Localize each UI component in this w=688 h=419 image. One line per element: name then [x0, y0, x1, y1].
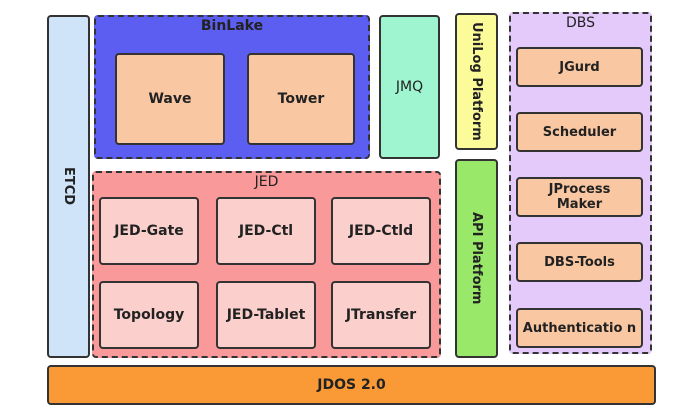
jgurd-label: JGurd [559, 59, 600, 75]
jed-gate-label: JED-Gate [114, 223, 184, 239]
tower-box: Tower [247, 53, 355, 145]
unilog-platform-label: UniLog Platform [469, 22, 484, 141]
tower-label: Tower [277, 91, 325, 107]
jed-ctld-box: JED-Ctld [331, 197, 431, 265]
jmq-box: JMQ [379, 15, 440, 159]
unilog-platform-box: UniLog Platform [455, 13, 498, 150]
jed-gate-box: JED-Gate [99, 197, 199, 265]
dbs-tools-box: DBS-Tools [516, 242, 643, 282]
jtransfer-label: JTransfer [345, 307, 417, 323]
jed-title: JED [254, 174, 279, 190]
jgurd-box: JGurd [516, 47, 643, 87]
jdos-box: JDOS 2.0 [47, 365, 656, 405]
dbs-tools-label: DBS-Tools [544, 254, 615, 270]
dbs-title: DBS [565, 15, 596, 31]
wave-box: Wave [115, 53, 225, 145]
etcd-label: ETCD [61, 167, 76, 206]
topology-box: Topology [99, 281, 199, 349]
api-platform-label: API Platform [469, 212, 484, 305]
scheduler-box: Scheduler [516, 112, 643, 152]
authentication-box: Authenticatio n [516, 308, 643, 348]
jtransfer-box: JTransfer [331, 281, 431, 349]
jed-ctl-box: JED-Ctl [216, 197, 316, 265]
api-platform-box: API Platform [455, 159, 498, 358]
jed-ctld-label: JED-Ctld [348, 223, 414, 239]
jed-tablet-label: JED-Tablet [226, 307, 306, 323]
jed-ctl-label: JED-Ctl [238, 223, 294, 239]
jprocess-maker-label: JProcess Maker [548, 182, 611, 212]
jmq-label: JMQ [395, 79, 424, 95]
wave-label: Wave [148, 91, 192, 107]
etcd-box: ETCD [47, 15, 90, 358]
jprocess-maker-box: JProcess Maker [516, 177, 643, 217]
topology-label: Topology [113, 307, 185, 323]
scheduler-label: Scheduler [542, 124, 617, 140]
jdos-label: JDOS 2.0 [317, 377, 386, 393]
jed-tablet-box: JED-Tablet [216, 281, 316, 349]
binlake-title: BinLake [200, 18, 264, 34]
authentication-label: Authenticatio n [522, 320, 637, 336]
